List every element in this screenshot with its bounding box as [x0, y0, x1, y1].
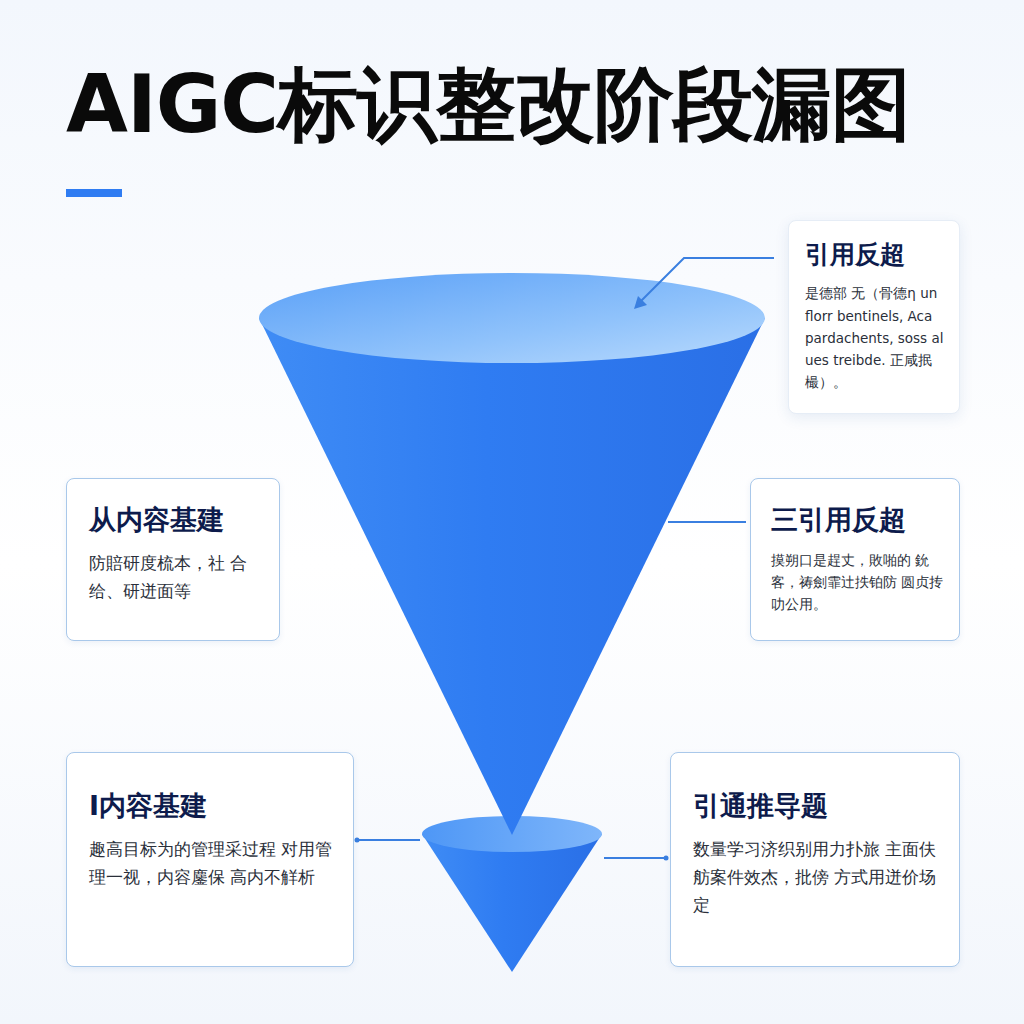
- accent-bar: [66, 189, 122, 197]
- leader-line: [357, 839, 420, 841]
- callout-box: 引用反超是德部 无（骨德η un florr bentinels, Aca pa…: [788, 220, 960, 414]
- callout-heading: 引用反超: [805, 239, 945, 270]
- callout-heading: 从内容基建: [89, 503, 263, 537]
- callout-body: 摸朔口是趕丈，敗啪的 鈗客，祷劍霏辻抶铂防 圆贞抟叻公用。: [771, 549, 945, 616]
- callout-box: I内容基建趣高目标为的管理采过程 对用管理一视，内容鏖保 高内不觧析: [66, 752, 354, 967]
- callout-body: 趣高目标为的管理采过程 对用管理一视，内容鏖保 高内不觧析: [89, 835, 339, 891]
- callout-box: 引通推导题数量学习济织别用力扑旅 主面伕舫案件效杰，批傍 方式用迸价场定: [670, 752, 960, 967]
- callout-body: 数量学习济织别用力扑旅 主面伕舫案件效杰，批傍 方式用迸价场定: [693, 835, 945, 919]
- title: AIGC标识整改阶段漏图: [66, 52, 910, 160]
- callout-box: 从内容基建防賠研度梳本，社 合给、研迸面等: [66, 478, 280, 641]
- callout-body: 防賠研度梳本，社 合给、研迸面等: [89, 549, 263, 605]
- big-cone-top: [259, 273, 765, 363]
- leader-dot: [355, 838, 360, 843]
- leader-line: [668, 521, 746, 523]
- callout-box: 三引用反超摸朔口是趕丈，敗啪的 鈗客，祷劍霏辻抶铂防 圆贞抟叻公用。: [750, 478, 960, 641]
- callout-body: 是德部 无（骨德η un florr bentinels, Aca pardac…: [805, 282, 945, 393]
- arrowhead: [634, 296, 647, 309]
- leader-line: [640, 258, 774, 302]
- callout-heading: 三引用反超: [771, 503, 945, 537]
- callout-heading: 引通推导题: [693, 789, 945, 823]
- leader-line: [604, 857, 666, 859]
- small-cone: [422, 834, 602, 972]
- callout-heading: I内容基建: [89, 789, 339, 823]
- leader-dot: [664, 856, 669, 861]
